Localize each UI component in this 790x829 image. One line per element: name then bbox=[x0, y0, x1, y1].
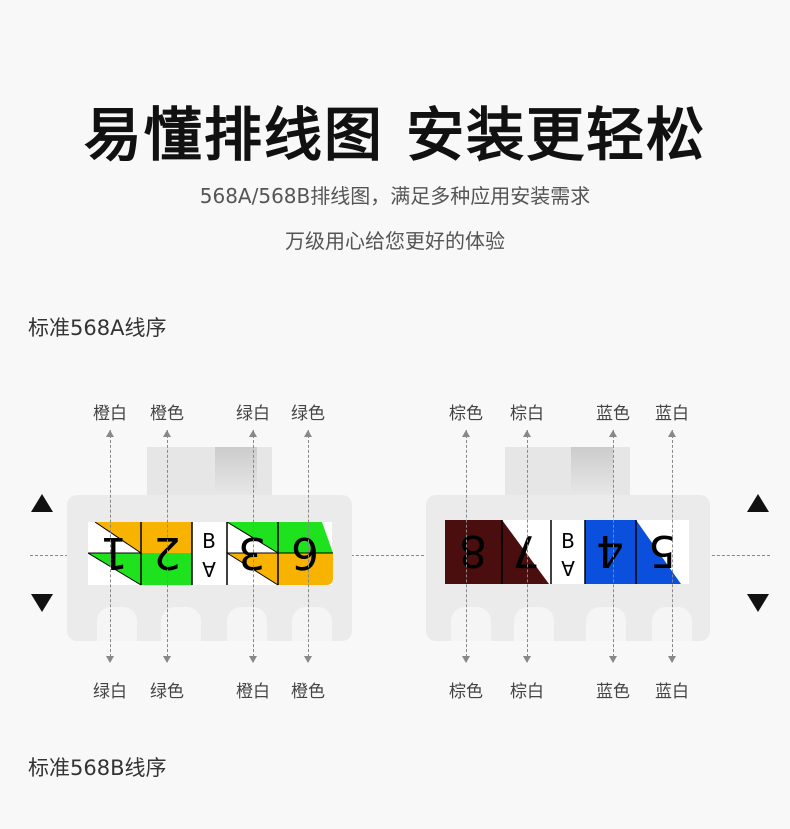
arrow-up-icon bbox=[31, 494, 53, 512]
arrow-down-icon bbox=[462, 656, 470, 663]
arrow-down-icon bbox=[668, 656, 676, 663]
arrow-up-icon bbox=[609, 430, 617, 437]
side-a-label: A bbox=[561, 556, 575, 580]
arrow-up-icon bbox=[106, 430, 114, 437]
wire-color-label-top: 橙色 bbox=[150, 404, 184, 424]
wire-color-label-bottom: 橙白 bbox=[236, 682, 270, 702]
arrow-down-icon bbox=[249, 656, 257, 663]
pin-guide-line bbox=[527, 430, 528, 662]
pin-label: 1 bbox=[100, 527, 128, 578]
pin-guide-line bbox=[167, 430, 168, 662]
wire-color-label-top: 棕色 bbox=[449, 404, 483, 424]
section-568a-title: 标准568A线序 bbox=[28, 316, 167, 340]
pin-2-green bbox=[141, 553, 192, 585]
pin-label: 3 bbox=[238, 527, 266, 578]
wire-color-label-top: 橙白 bbox=[93, 404, 127, 424]
pin-7-brown bbox=[502, 520, 549, 584]
pin-label: 6 bbox=[291, 527, 319, 578]
wire-color-label-bottom: 棕白 bbox=[510, 682, 544, 702]
side-b-label: B bbox=[561, 529, 575, 553]
arrow-down-icon bbox=[747, 594, 769, 612]
pin-8-brown bbox=[445, 520, 502, 584]
arrow-down-icon bbox=[609, 656, 617, 663]
pin-guide-line bbox=[253, 430, 254, 662]
subtitle: 568A/568B排线图，满足多种应用安装需求 bbox=[199, 184, 591, 208]
center-guide-line bbox=[30, 555, 770, 556]
pin-guide-line bbox=[672, 430, 673, 662]
pin-6-green bbox=[278, 522, 333, 553]
arrow-down-icon bbox=[31, 594, 53, 612]
pin-5-blue bbox=[636, 520, 681, 584]
pin-guide-line bbox=[308, 430, 309, 662]
pin-label: 7 bbox=[512, 525, 540, 576]
side-b-label: B bbox=[202, 529, 216, 553]
arrow-up-icon bbox=[304, 430, 312, 437]
arrow-down-icon bbox=[523, 656, 531, 663]
arrow-up-icon bbox=[249, 430, 257, 437]
arrow-up-icon bbox=[523, 430, 531, 437]
pin-label: 4 bbox=[596, 525, 624, 576]
pin-strip-568a: 1 2 B A 3 6 bbox=[88, 522, 333, 586]
pin-label: 5 bbox=[648, 525, 676, 576]
arrow-down-icon bbox=[304, 656, 312, 663]
subtitle-2: 万级用心给您更好的体验 bbox=[285, 229, 505, 253]
arrow-down-icon bbox=[106, 656, 114, 663]
arrow-down-icon bbox=[163, 656, 171, 663]
arrow-up-icon bbox=[668, 430, 676, 437]
wire-color-label-bottom: 棕色 bbox=[449, 682, 483, 702]
wire-color-label-top: 绿白 bbox=[236, 404, 270, 424]
pin-6-orange bbox=[278, 553, 333, 585]
page-title: 易懂排线图 安装更轻松 bbox=[83, 101, 707, 169]
wire-color-label-top: 棕白 bbox=[510, 404, 544, 424]
wire-color-label-top: 蓝白 bbox=[655, 404, 689, 424]
wire-color-label-bottom: 绿色 bbox=[150, 682, 184, 702]
pin-guide-line bbox=[110, 430, 111, 662]
arrow-up-icon bbox=[747, 494, 769, 512]
wire-color-label-bottom: 蓝色 bbox=[596, 682, 630, 702]
connector-tab bbox=[505, 447, 630, 497]
wire-color-label-bottom: 绿白 bbox=[93, 682, 127, 702]
side-a-label: A bbox=[202, 557, 216, 581]
pin-guide-line bbox=[466, 430, 467, 662]
wire-color-label-top: 蓝色 bbox=[596, 404, 630, 424]
pin-2-orange bbox=[141, 522, 192, 553]
pin-guide-line bbox=[613, 430, 614, 662]
arrow-up-icon bbox=[163, 430, 171, 437]
wire-color-label-bottom: 橙色 bbox=[291, 682, 325, 702]
pin-strip-568b: 8 7 B A 4 5 bbox=[445, 520, 689, 584]
pin-label: 8 bbox=[459, 525, 487, 576]
wire-color-label-bottom: 蓝白 bbox=[655, 682, 689, 702]
wire-color-label-top: 绿色 bbox=[291, 404, 325, 424]
pin-4-blue bbox=[585, 520, 636, 584]
section-568b-title: 标准568B线序 bbox=[28, 756, 167, 780]
arrow-up-icon bbox=[462, 430, 470, 437]
